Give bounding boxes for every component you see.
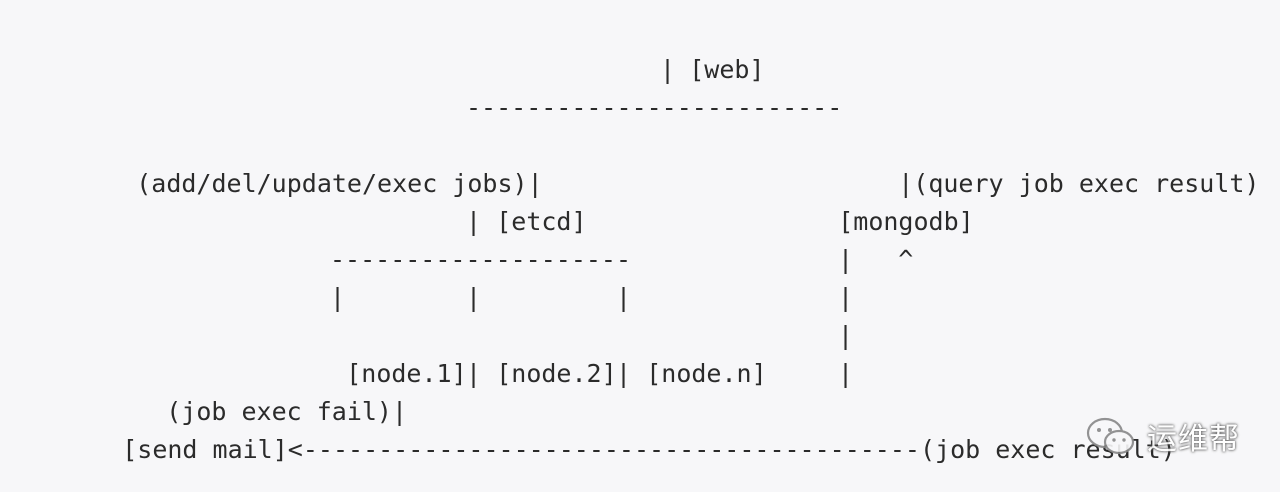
arrow-tip: < [287,435,303,464]
diagram-line-fail-note: (job exec fail)| [166,397,408,426]
mongodb-node: [mongodb] [838,207,974,236]
diagram-line-node1: [node.1] [286,317,466,388]
diagram-line-noden-down: | [616,359,632,388]
diagram-line-result-pipe-3: | [838,321,854,350]
diagram-line-left-note: (add/del/update/exec jobs)| [136,169,543,198]
diagram-line-noden: [node.n] [586,317,766,388]
diagram-line-result-pipe-2: | [838,283,854,312]
diagram-line-web: [web] [629,13,764,84]
etcd-node: [etcd] [496,207,587,236]
diagram-line-top-branch: ------------------------- [466,93,843,122]
node-n: [node.n] [646,359,767,388]
diagram-line-node-branch: -------------------- [330,245,632,274]
diagram-line-result-pipe-4: | [838,359,854,388]
watermark-text: 运维帮 [1147,422,1240,457]
diagram-line-node2-down: | [466,359,482,388]
diagram-line-node-pipes-2: | [466,283,482,312]
diagram-line-right-note: |(query job exec result) [898,169,1260,198]
node-2: [node.2] [496,359,617,388]
fail-note: (job exec fail) [166,397,392,426]
diagram-line-node2: [node.2] [436,317,616,388]
send-mail-node: [send mail] [122,435,288,464]
diagram-line-node-pipes: | [330,283,346,312]
diagram-line-etcd: [etcd] [436,165,586,236]
wechat-icon [1086,417,1135,455]
diagram-line-web-connector: | [660,55,676,84]
diagram-line-etcd-connector: | [466,207,482,236]
diagram-line-mongodb: [mongodb] [778,165,973,236]
diagram-line-mongodb-arrow: ^ [838,203,913,274]
node-1: [node.1] [346,359,467,388]
watermark: 运维帮 [1085,414,1240,458]
right-note: (query job exec result) [913,169,1260,198]
diagram-line-send-mail: [send mail]<----------------------------… [122,435,1176,464]
diagram-line-result-pipe-1: | [838,245,854,274]
web-node: [web] [689,55,765,84]
left-note: (add/del/update/exec jobs) [136,169,528,198]
up-arrow: ^ [898,245,914,274]
result-note: (job exec result) [919,435,1176,464]
diagram-line-node-pipes-n: | [616,283,632,312]
